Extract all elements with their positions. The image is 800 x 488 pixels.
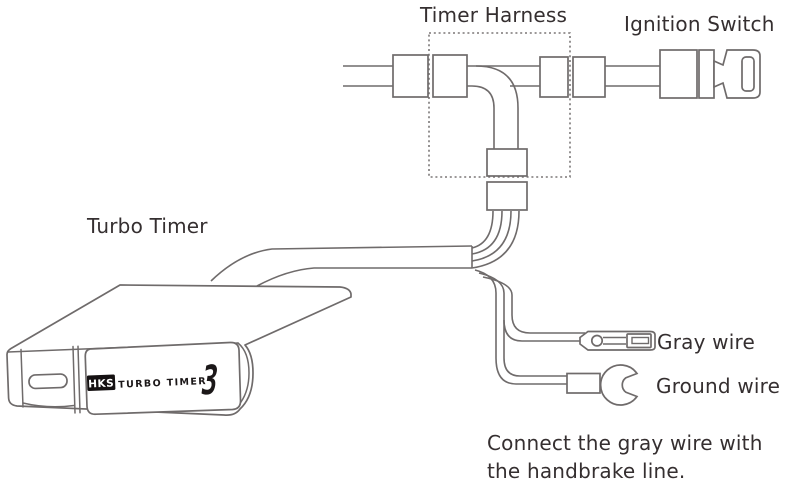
harness-branch-connector [486,148,528,211]
gray-and-ground-wires [474,269,585,385]
gray-wire-label: Gray wire [657,330,755,354]
harness-connector-right [539,56,606,98]
timer-harness-dashed-box [428,32,571,178]
ribbon-cable [210,245,473,287]
ground-wire-ring-terminal [566,364,639,406]
ground-wire-label: Ground wire [656,374,781,398]
gray-wire-spade-terminal [579,330,656,351]
hks-logo-badge [86,374,116,391]
hks-logo-text: HKS [88,377,114,390]
ignition-switch-connector [659,49,761,99]
instruction-note: Connect the gray wire with the handbrake… [487,429,763,485]
device-front-panel [84,341,242,416]
instruction-note-line2: the handbrake line. [487,459,686,483]
harness-connector-left [392,54,468,98]
turbo-timer-device: HKS TURBO TIMER 3 [6,284,352,416]
timer-harness-label: Timer Harness [420,3,568,27]
harness-wires [343,65,660,150]
ignition-switch-label: Ignition Switch [624,12,775,36]
turbo-timer-label: Turbo Timer [87,214,208,238]
branch-fan-wires [471,210,520,269]
device-front-text: HKS TURBO TIMER 3 [86,357,221,405]
device-display-digit: 3 [198,357,221,405]
instruction-note-line1: Connect the gray wire with [487,431,763,455]
device-button [28,373,68,390]
device-model-label: TURBO TIMER [118,376,207,391]
